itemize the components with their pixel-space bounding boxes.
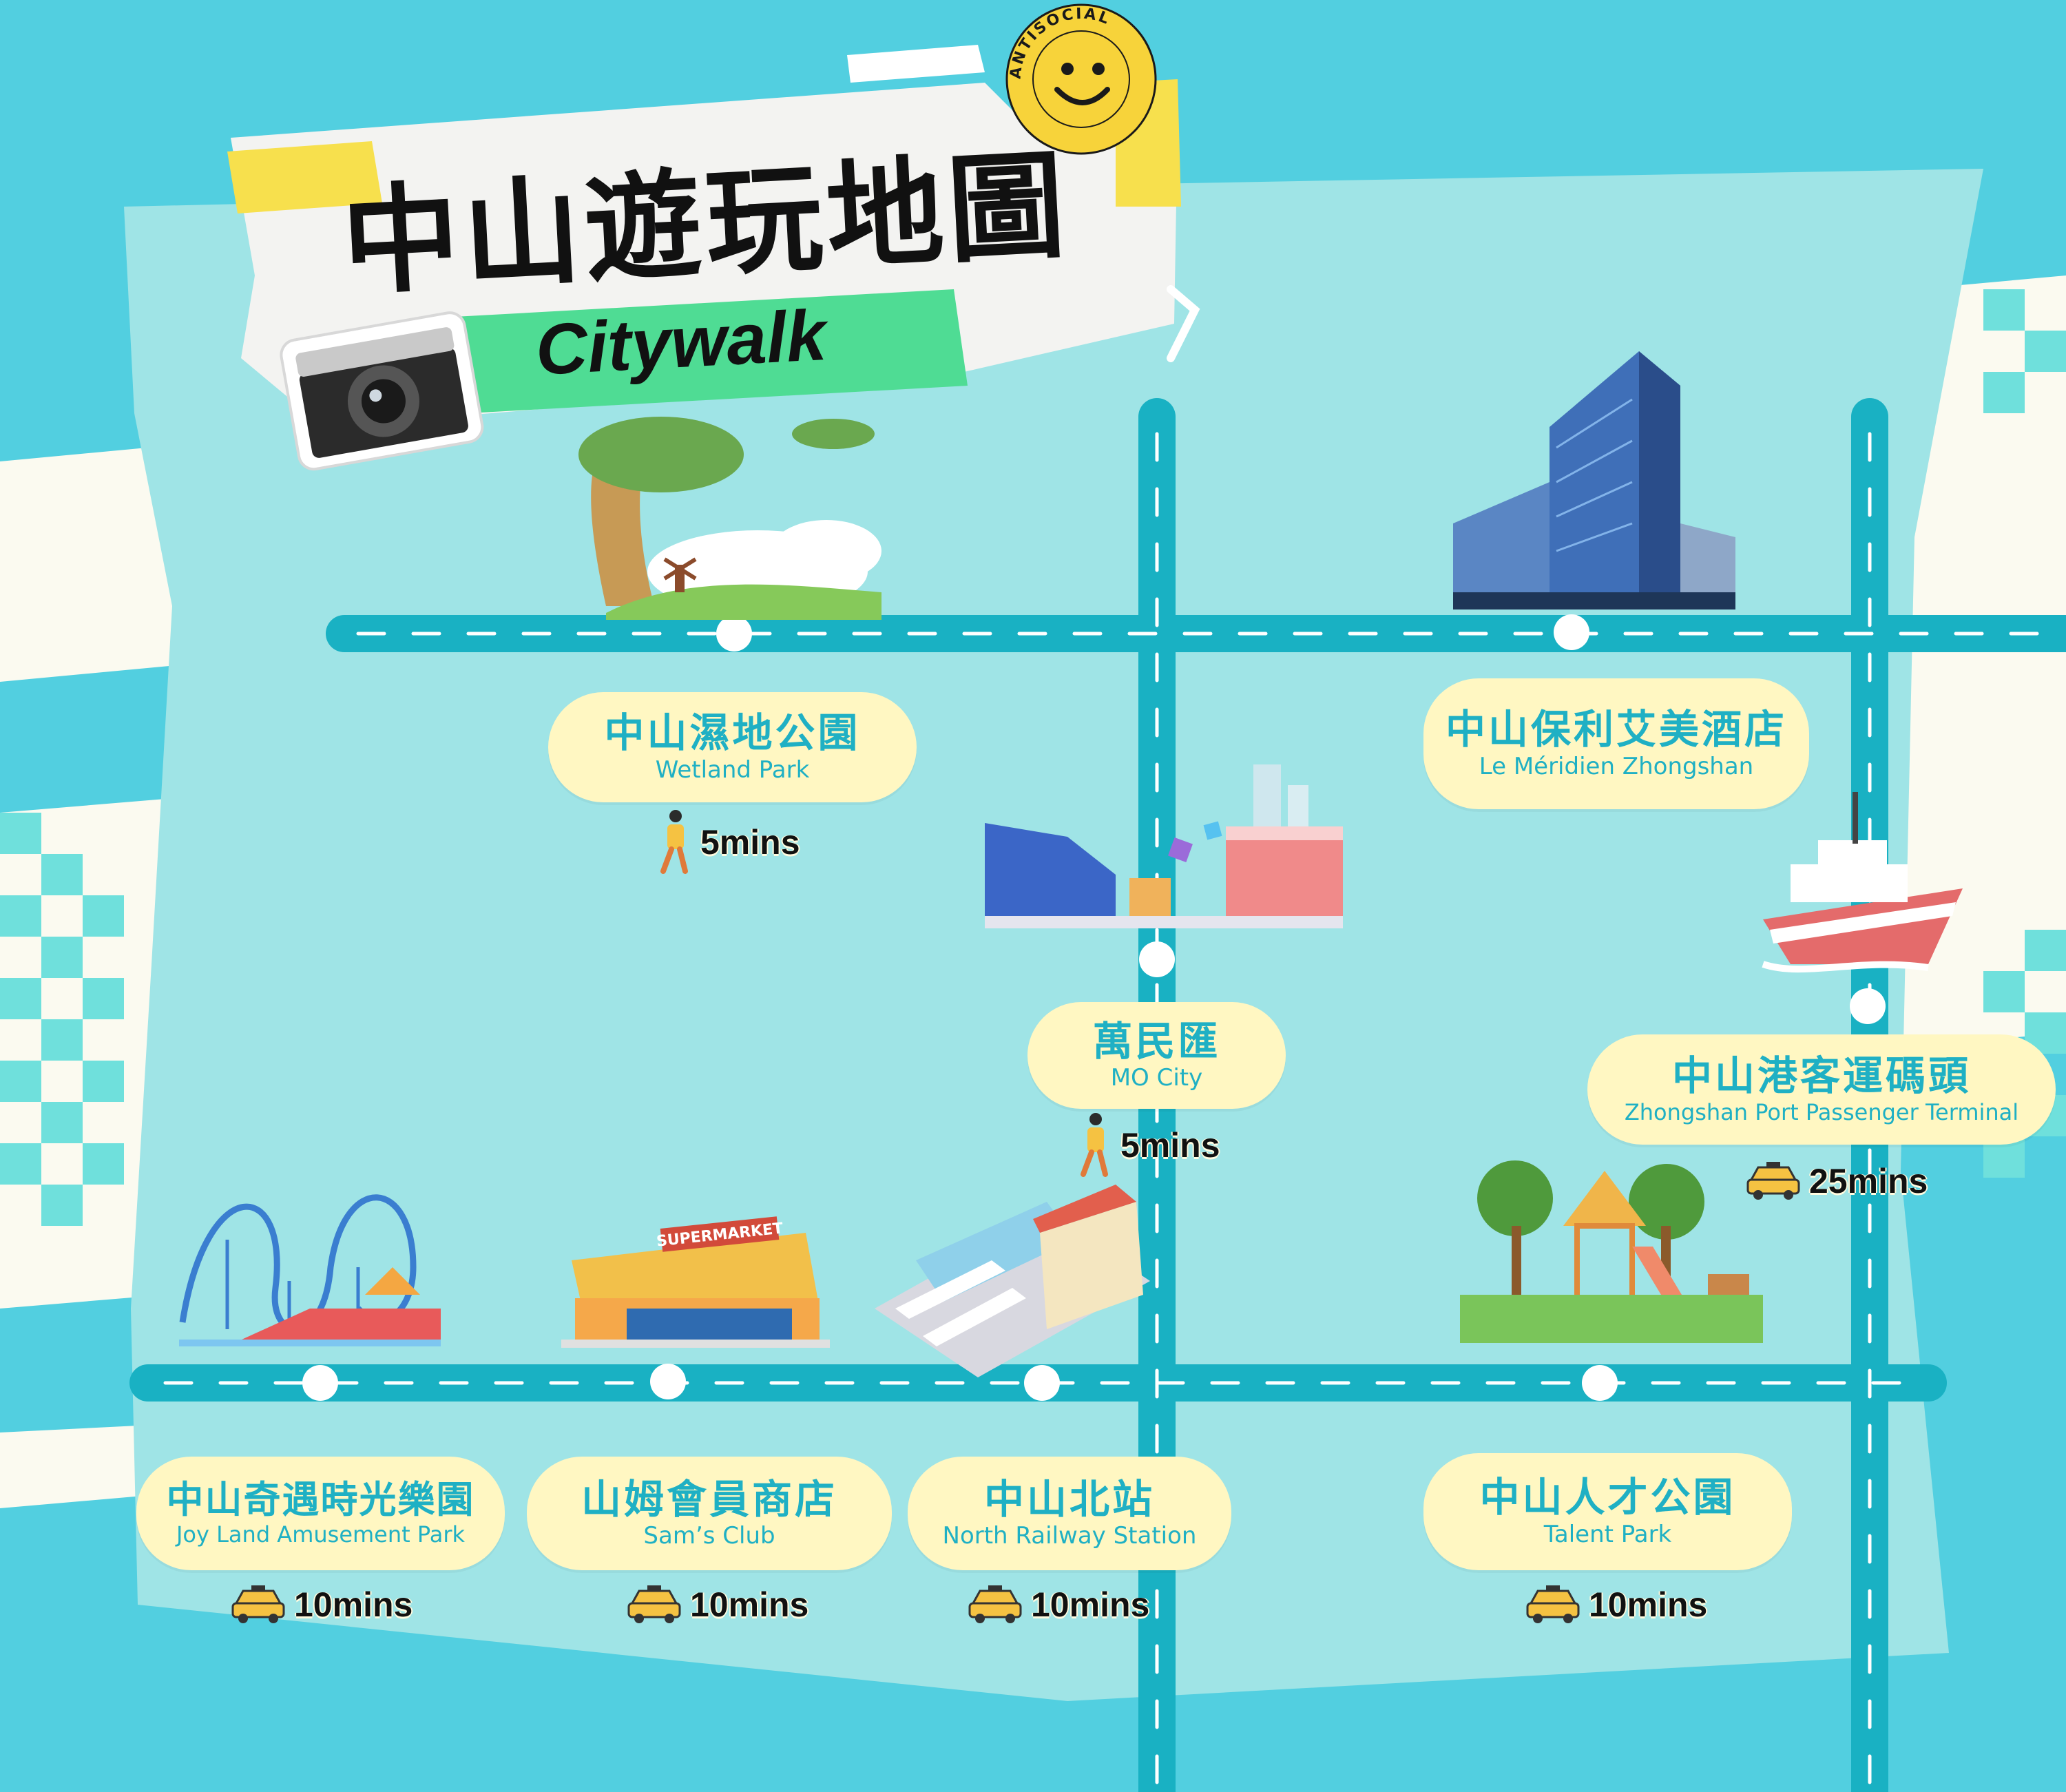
dot-talent[interactable]: [1582, 1365, 1618, 1401]
place-name-zh: 山姆會員商店: [581, 1475, 837, 1523]
page-subtitle: Citywalk: [534, 295, 828, 390]
taxi-icon: [627, 1585, 681, 1623]
dot-sams[interactable]: [650, 1364, 686, 1399]
background-paper: [0, 275, 2066, 1508]
place-name-en: Zhongshan Port Passenger Terminal: [1624, 1099, 2019, 1126]
travel-time-port: 25mins: [1746, 1160, 1928, 1202]
taxi-icon: [231, 1585, 285, 1623]
place-label-north[interactable]: 中山北站 North Railway Station: [908, 1457, 1231, 1570]
taxi-icon: [1526, 1585, 1580, 1623]
dot-joyland[interactable]: [302, 1365, 338, 1401]
walk-icon: [660, 810, 688, 874]
place-name-en: North Railway Station: [942, 1522, 1197, 1550]
place-name-zh: 中山奇遇時光樂園: [166, 1478, 475, 1522]
place-name-en: Talent Park: [1543, 1520, 1672, 1548]
hotel-building-illustration: [1453, 351, 1735, 610]
dot-north[interactable]: [1024, 1365, 1060, 1401]
place-name-zh: 中山人才公園: [1479, 1474, 1736, 1521]
place-label-meridien[interactable]: 中山保利艾美酒店 Le Méridien Zhongshan: [1423, 678, 1809, 809]
place-name-zh: 中山港客運碼頭: [1671, 1052, 1971, 1100]
place-name-zh: 中山保利艾美酒店: [1445, 706, 1787, 753]
travel-time-talent: 10mins: [1525, 1584, 1707, 1625]
taxi-icon: [968, 1585, 1022, 1623]
travel-time-joyland: 10mins: [231, 1584, 413, 1625]
place-name-zh: 中山濕地公園: [604, 709, 861, 757]
tree-windmill-illustration: [578, 417, 881, 620]
supermarket-illustration: SUPERMARKET: [561, 1216, 830, 1348]
mall-illustration: [985, 764, 1343, 928]
place-label-sams[interactable]: 山姆會員商店 Sam’s Club: [527, 1457, 892, 1570]
place-name-zh: 中山北站: [983, 1475, 1155, 1523]
playground-illustration: [1460, 1160, 1763, 1343]
place-label-joyland[interactable]: 中山奇遇時光樂園 Joy Land Amusement Park: [136, 1457, 505, 1570]
place-label-wetland[interactable]: 中山濕地公園 Wetland Park: [548, 692, 917, 802]
travel-time-mocity: 5mins: [1078, 1112, 1220, 1178]
place-name-en: MO City: [1110, 1064, 1203, 1092]
travel-time-north: 10mins: [968, 1584, 1149, 1625]
place-label-port[interactable]: 中山港客運碼頭 Zhongshan Port Passenger Termina…: [1587, 1034, 2056, 1145]
travel-time-sams: 10mins: [627, 1584, 808, 1625]
place-name-en: Le Méridien Zhongshan: [1479, 752, 1754, 780]
travel-time-wetland: 5mins: [658, 809, 800, 875]
dot-meridien[interactable]: [1554, 614, 1589, 650]
dot-mocity[interactable]: [1139, 941, 1175, 977]
ship-illustration: [1762, 792, 1963, 973]
walk-icon: [1081, 1113, 1108, 1177]
citywalk-tag: [455, 289, 968, 413]
roller-coaster-illustration: [179, 1194, 441, 1346]
train-station-illustration: [875, 1185, 1150, 1377]
dot-wetland[interactable]: [716, 616, 752, 652]
taxi-icon: [1746, 1162, 1800, 1200]
place-name-zh: 萬民匯: [1092, 1017, 1221, 1065]
camera-icon: [280, 311, 484, 471]
location-dots: [302, 614, 1886, 1401]
antisocial-sticker-icon: ANTISOCIAL: [1005, 3, 1157, 155]
place-name-en: Joy Land Amusement Park: [176, 1521, 466, 1548]
place-name-en: Sam’s Club: [643, 1522, 775, 1550]
place-label-talent[interactable]: 中山人才公園 Talent Park: [1423, 1453, 1792, 1570]
place-label-mocity[interactable]: 萬民匯 MO City: [1027, 1002, 1286, 1109]
dot-port[interactable]: [1850, 988, 1886, 1024]
place-name-en: Wetland Park: [655, 756, 810, 784]
